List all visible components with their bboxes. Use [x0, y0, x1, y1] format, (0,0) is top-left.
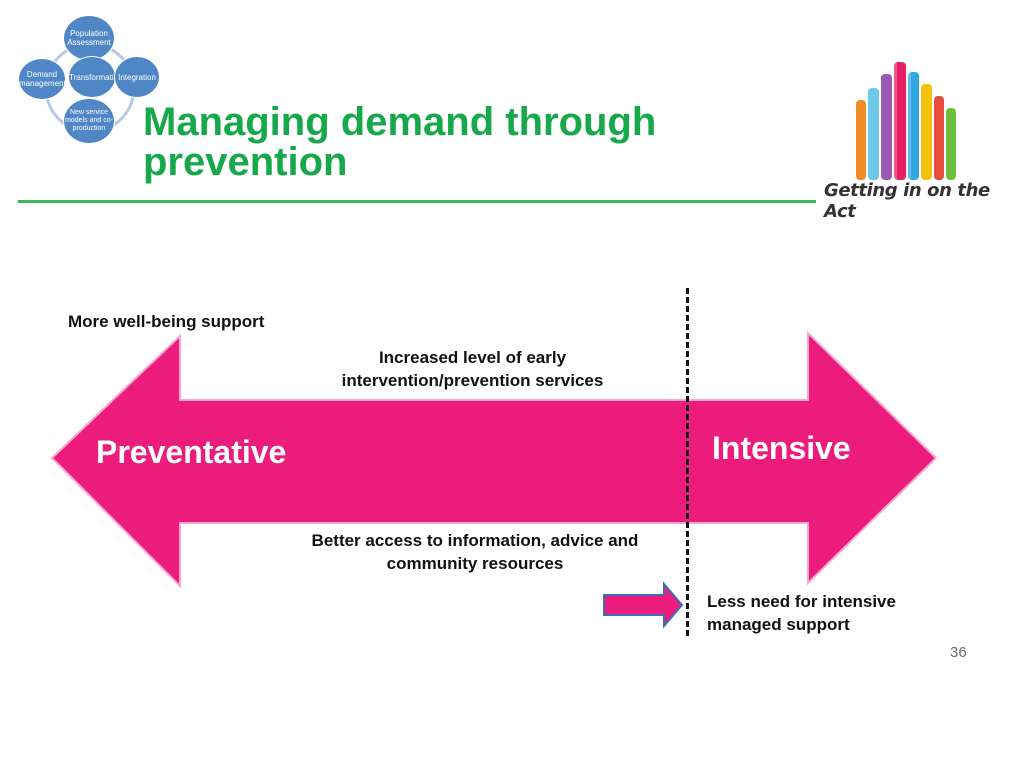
- better-access-line-1: Better access to information, advice and: [311, 531, 639, 550]
- node-demand: Demand management: [18, 58, 66, 100]
- node-new-models-label: New service models and co-production: [65, 109, 113, 132]
- dashed-divider: [686, 288, 689, 636]
- intensive-label: Intensive: [712, 430, 851, 466]
- logo-text: Getting in on the Act: [824, 180, 990, 222]
- node-integration: Integration: [114, 56, 160, 98]
- page-title: Managing demand through prevention: [143, 102, 783, 182]
- well-being-label: More well-being support: [68, 312, 265, 331]
- page-number: 36: [950, 644, 967, 661]
- less-need-label: Less need for intensive managed support: [707, 590, 957, 636]
- title-line-2: prevention: [143, 140, 348, 184]
- better-access-line-2: community resources: [386, 554, 564, 573]
- early-intervention-line-2: intervention/prevention services: [341, 371, 604, 390]
- less-need-line-1: Less need for intensive: [707, 592, 896, 611]
- node-new-models: New service models and co-production: [63, 98, 115, 144]
- title-line-1: Managing demand through: [143, 100, 657, 144]
- better-access-label: Better access to information, advice and…: [280, 529, 670, 575]
- node-integration-label: Integration: [118, 72, 156, 82]
- node-demand-label: Demand management: [19, 70, 66, 88]
- node-transformation-label: Transformation: [69, 72, 115, 82]
- raised-hands-logo-icon: [856, 62, 956, 180]
- less-need-line-2: managed support: [707, 615, 850, 634]
- early-intervention-line-1: Increased level of early: [378, 348, 567, 367]
- preventative-label: Preventative: [96, 434, 287, 470]
- early-intervention-label: Increased level of early intervention/pr…: [300, 346, 645, 392]
- node-population-label: Population Assessment: [67, 29, 111, 47]
- node-transformation: Transformation: [68, 56, 116, 98]
- title-divider: [18, 200, 816, 203]
